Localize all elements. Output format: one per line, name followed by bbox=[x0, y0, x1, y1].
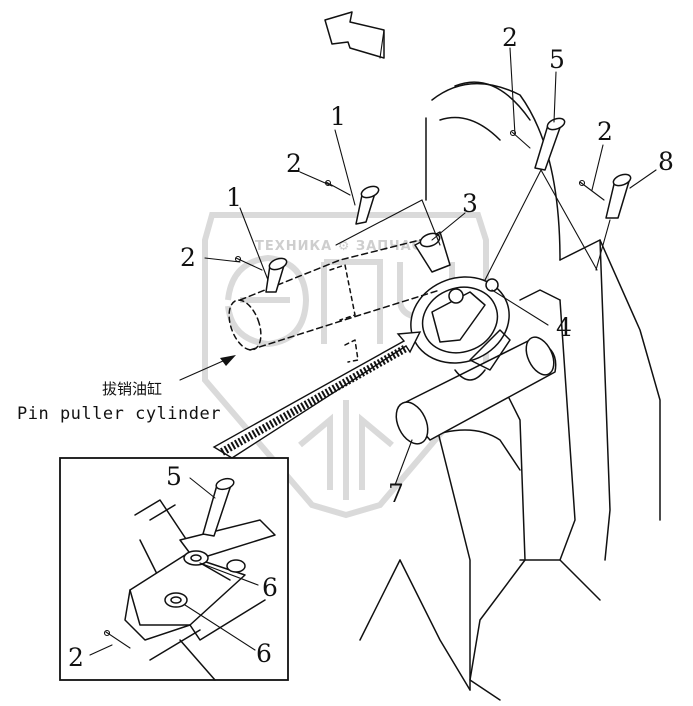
detail-pointer-arrow bbox=[212, 331, 422, 459]
callout-1-upper: 1 bbox=[330, 102, 346, 131]
callout-4: 4 bbox=[556, 313, 572, 342]
pointer-arrow bbox=[179, 355, 236, 381]
hydraulic-cylinder-body bbox=[395, 336, 557, 445]
callout-7: 7 bbox=[388, 479, 404, 508]
pin-1-lower bbox=[265, 257, 288, 293]
callout-8: 8 bbox=[658, 147, 674, 176]
leader-lines bbox=[204, 47, 657, 486]
callout-2-upper-left: 2 bbox=[286, 149, 302, 178]
callout-2-top: 2 bbox=[502, 23, 518, 52]
detail-inset bbox=[59, 457, 289, 681]
pin-puller-assembly bbox=[410, 276, 511, 381]
callout-labels: 1 2 1 2 3 4 2 5 2 8 7 5 6 6 2 bbox=[68, 23, 674, 672]
callout-5-top: 5 bbox=[549, 45, 565, 74]
caption: 拔销油缸 Pin puller cylinder bbox=[17, 380, 221, 424]
watermark-text: ТЕХНИКА ⚙ ЗАПЧАСТИ bbox=[255, 239, 444, 254]
pin-5-main bbox=[534, 117, 566, 171]
callout-2-inset: 2 bbox=[68, 643, 84, 672]
callout-6-lower: 6 bbox=[256, 639, 272, 668]
callout-6-upper: 6 bbox=[262, 573, 278, 602]
caption-english: Pin puller cylinder bbox=[17, 404, 221, 424]
watermark-logo: ТЕХНИКА ⚙ ЗАПЧАСТИ bbox=[202, 212, 489, 519]
machine-body bbox=[359, 81, 661, 701]
pin-8 bbox=[605, 173, 632, 219]
bracket-part-3 bbox=[414, 231, 451, 273]
caption-chinese: 拔销油缸 bbox=[102, 380, 162, 398]
callout-2-left: 2 bbox=[180, 243, 196, 272]
callout-1-lower: 1 bbox=[226, 183, 242, 212]
direction-arrow bbox=[324, 11, 385, 59]
callout-2-right: 2 bbox=[597, 117, 613, 146]
pin-1-upper bbox=[355, 185, 380, 225]
callout-3: 3 bbox=[462, 189, 478, 218]
callout-5-inset: 5 bbox=[166, 462, 182, 491]
